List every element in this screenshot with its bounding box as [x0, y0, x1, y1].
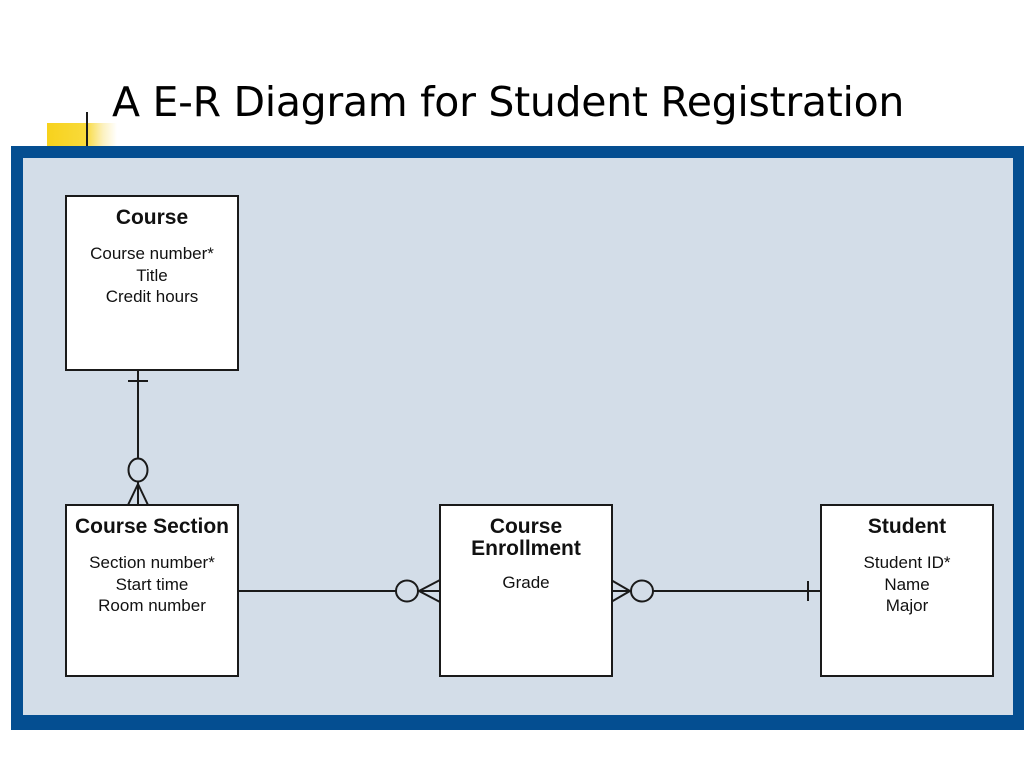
- entity-course: Course Course number* Title Credit hours: [65, 195, 239, 371]
- attribute-start-time: Start time: [115, 574, 189, 594]
- diagram-frame: Course Course number* Title Credit hours…: [11, 146, 1024, 730]
- attribute-title: Title: [136, 265, 168, 285]
- attribute-course-number: Course number*: [90, 244, 214, 263]
- attribute-credit-hours: Credit hours: [105, 287, 199, 306]
- zero-circle-marker: [395, 579, 419, 603]
- entity-course-section-attributes: Section number* Start time Room number: [67, 552, 237, 617]
- relationship-section-to-enrollment: [227, 579, 441, 603]
- attribute-section-number: Section number*: [89, 553, 215, 572]
- attribute-student-id: Student ID*: [863, 553, 951, 572]
- relationship-course-to-section: [127, 369, 149, 506]
- entity-course-enrollment-attributes: Grade: [441, 572, 611, 594]
- zero-circle-marker: [127, 457, 149, 483]
- attribute-grade: Grade: [502, 573, 550, 592]
- entity-course-enrollment: Course Enrollment Grade: [439, 504, 613, 677]
- zero-circle-marker: [630, 579, 654, 603]
- attribute-name: Name: [884, 574, 930, 594]
- attribute-room-number: Room number: [98, 596, 206, 615]
- title-accent-square: [47, 123, 117, 148]
- entity-course-enrollment-name-line-1: Course: [489, 515, 563, 538]
- entity-student: Student Student ID* Name Major: [820, 504, 994, 677]
- entity-course-enrollment-name: Course Enrollment: [441, 516, 611, 560]
- er-diagram-canvas: Course Course number* Title Credit hours…: [23, 158, 1013, 715]
- entity-course-attributes: Course number* Title Credit hours: [67, 243, 237, 308]
- slide-title: A E-R Diagram for Student Registration: [112, 78, 905, 126]
- entity-student-name: Student: [867, 515, 947, 538]
- entity-course-section: Course Section Section number* Start tim…: [65, 504, 239, 677]
- title-accent-line: [86, 112, 88, 148]
- entity-course-section-name: Course Section: [74, 515, 230, 538]
- relationship-student-to-enrollment: [610, 579, 821, 603]
- attribute-major: Major: [885, 596, 929, 615]
- entity-course-name: Course: [115, 206, 189, 229]
- relationship-lines: [127, 369, 821, 603]
- entity-student-attributes: Student ID* Name Major: [822, 552, 992, 617]
- entity-course-enrollment-name-line-2: Enrollment: [471, 537, 581, 560]
